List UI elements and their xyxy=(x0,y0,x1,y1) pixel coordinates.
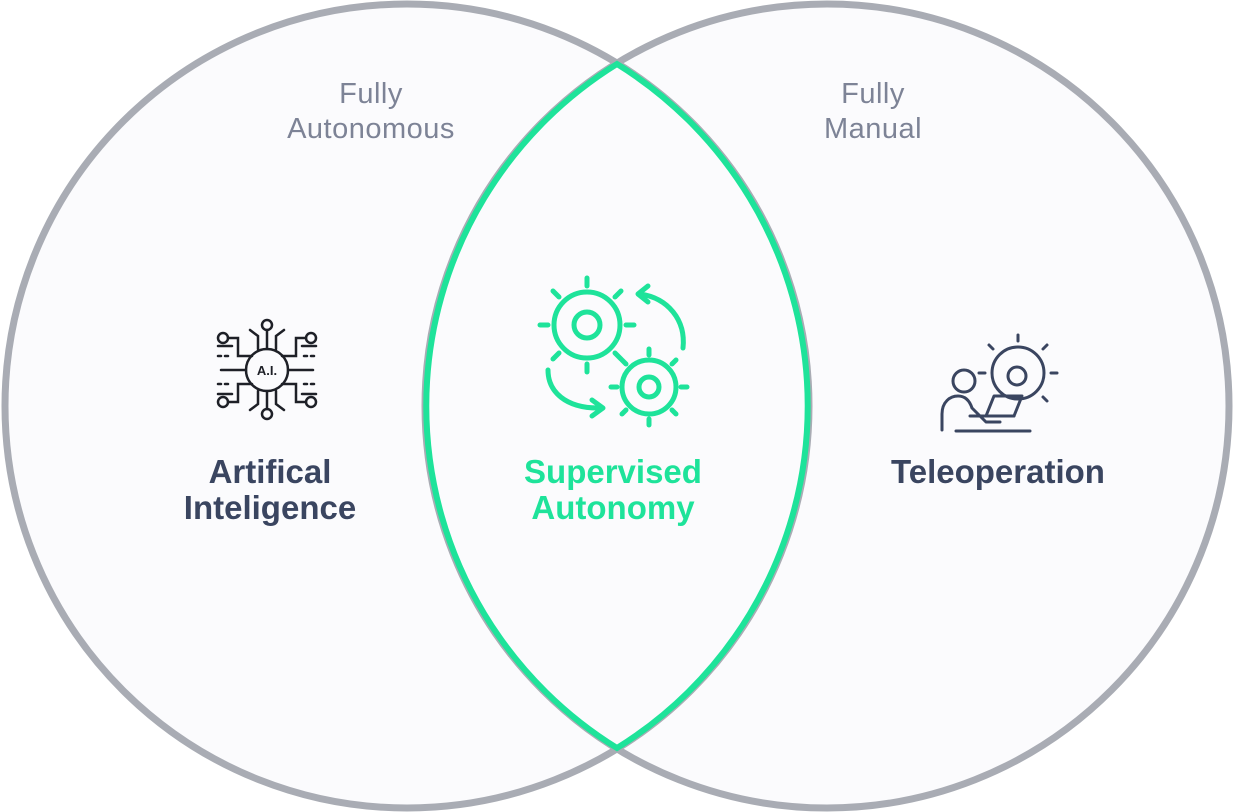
intersection-title: Supervised Autonomy xyxy=(473,454,753,526)
right-mode-label: Fully Manual xyxy=(773,77,973,147)
left-mode-line2: Autonomous xyxy=(287,112,455,145)
left-mode-line1: Fully xyxy=(339,78,403,110)
gears-cycle-icon xyxy=(537,275,690,428)
ai-chip-icon: A.I. xyxy=(216,318,318,421)
intersection-lens xyxy=(423,60,811,752)
intersection-title-line2: Autonomy xyxy=(531,489,695,526)
operator-with-gear-icon xyxy=(940,333,1059,433)
svg-text:A.I.: A.I. xyxy=(257,363,277,378)
right-title: Teleoperation xyxy=(848,454,1148,490)
left-mode-label: Fully Autonomous xyxy=(271,77,471,147)
right-mode-line2: Manual xyxy=(823,112,923,145)
left-title-line2: Inteligence xyxy=(183,489,357,526)
left-title-line1: Artifical xyxy=(208,453,332,490)
intersection-title-line1: Supervised xyxy=(524,453,702,490)
right-title-text: Teleoperation xyxy=(891,453,1105,490)
right-mode-line1: Fully xyxy=(841,78,905,110)
left-title: Artifical Inteligence xyxy=(130,454,410,526)
